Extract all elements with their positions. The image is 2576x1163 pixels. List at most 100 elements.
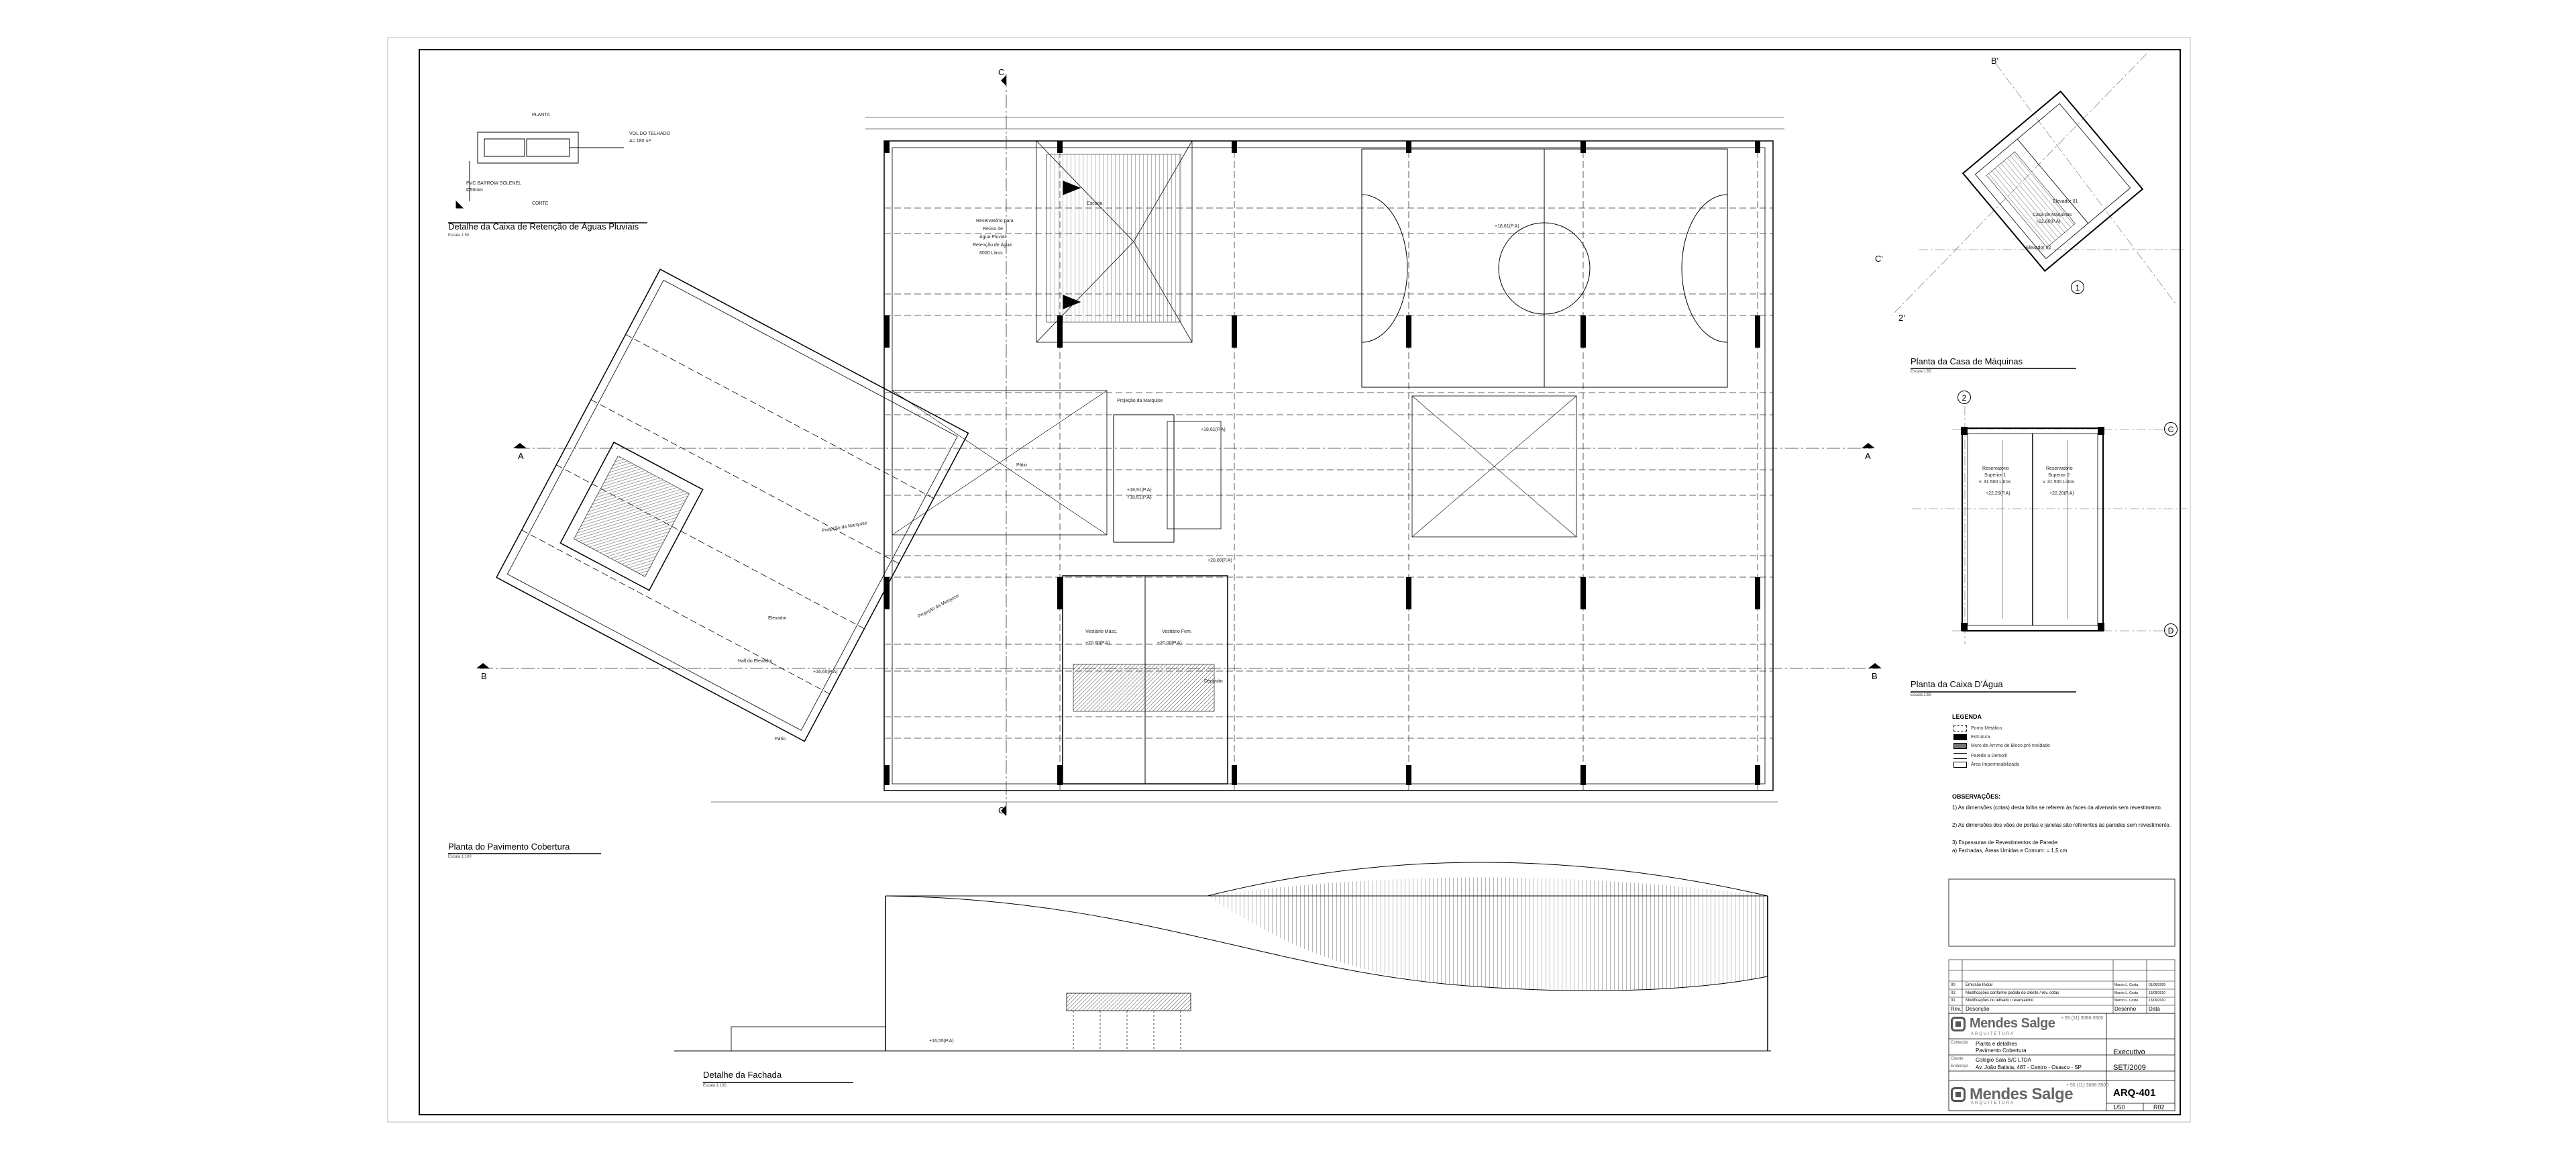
section-cut-lines xyxy=(480,74,1878,815)
maq-elevador1: Elevador 01 xyxy=(2053,199,2078,204)
caixa-planta-label: PLANTA xyxy=(532,113,550,117)
legend-item-ponto: Ponto Metálico xyxy=(1953,725,2002,731)
note-elevador: Elevador xyxy=(768,616,787,621)
legend-swatch-muro xyxy=(1953,743,1967,749)
rev-row-2-desc: Emissão Inicial xyxy=(1966,983,1993,987)
detail-caixa-retencao xyxy=(448,132,647,223)
legend-label-muro: Muro de Arrimo de Bloco pré moldado xyxy=(1971,744,2050,748)
scale-fachada: Escala 1:100 xyxy=(703,1084,727,1088)
legend-label-impermeabilizada: Área Impermeabilizada xyxy=(1971,762,2019,767)
res2-line1: Reservatório xyxy=(2046,466,2073,471)
note-deposito: Depósito xyxy=(1204,679,1223,684)
legend-item-demolir: Parede a Demolir xyxy=(1953,753,2007,759)
company-logo-top: Mendes Salge ARQUITETURA xyxy=(1951,1016,2055,1036)
conteudo-label: Conteúdo xyxy=(1951,1041,1969,1045)
cut-b-left: B xyxy=(481,671,487,681)
rev-row-0-data: 13/09/2010 xyxy=(2149,991,2166,995)
cliente-label: Cliente xyxy=(1951,1057,1964,1061)
note-reservatorio-1: Reservatório para xyxy=(976,219,1014,223)
note-reservatorio-5: 8000 Litros xyxy=(979,251,1003,256)
rev-header-rev: Rev. xyxy=(1951,1006,1962,1012)
legend-item-impermeabilizada: Área Impermeabilizada xyxy=(1953,762,2019,768)
cut-markers xyxy=(476,75,1882,816)
legend-item-muro: Muro de Arrimo de Bloco pré moldado xyxy=(1953,743,2050,749)
level-2: +18,61(P.A) xyxy=(1201,427,1226,432)
res1-line1: Reservatório xyxy=(1982,466,2009,471)
scale-caixa-retencao: Escala 1:50 xyxy=(448,234,470,238)
level-agua-1: +22,20(P.A) xyxy=(1986,491,2010,496)
roof-plan xyxy=(496,117,1784,803)
level-5: +20,00(P.A) xyxy=(1208,558,1232,563)
cliente-value: Colegio Sala S/C LTDA xyxy=(1976,1057,2031,1063)
cut-b-right: B xyxy=(1872,671,1878,681)
note-reservatorio-2: Reúso de xyxy=(983,227,1003,232)
level-fachada: +16,55(P.A) xyxy=(929,1039,954,1044)
axis-d-marker: D xyxy=(2164,623,2178,637)
level-maq-1: +22,60(P.A) xyxy=(2036,219,2061,224)
axis-c-marker: C xyxy=(2164,422,2178,436)
res2-line3: v. 31.500 Litros xyxy=(2043,480,2075,485)
fase-value: Executivo xyxy=(2113,1048,2145,1056)
pavimento-value: Pavimento Cobertura xyxy=(1976,1048,2027,1054)
notes-box xyxy=(1948,878,2176,947)
cut-c-top: C xyxy=(998,67,1005,77)
rev-row-2-data: 01/09/2009 xyxy=(2149,983,2166,987)
level-3: +18,91(P.A) xyxy=(1127,488,1152,493)
rev-row-0-desenho: Marcio L. Costa xyxy=(2114,991,2139,995)
title-pavimento-cobertura: Planta do Pavimento Cobertura xyxy=(448,842,570,852)
company-phone-bottom: + 55 (11) 3086-3500 xyxy=(2066,1083,2109,1088)
legend-swatch-impermeabilizada xyxy=(1953,762,1967,768)
legend-item-estrutura: Estrutura xyxy=(1953,734,1990,740)
note-vestiario-fem: Vestiário Fem. xyxy=(1162,629,1192,634)
company-sub-bottom: ARQUITETURA xyxy=(1971,1101,2015,1105)
rev-header-data: Data xyxy=(2149,1006,2160,1012)
caixa-corte-label: CORTE xyxy=(532,201,549,206)
note-reservatorio-3: Água Pluvial xyxy=(979,235,1006,240)
note-escada: Escada xyxy=(1087,201,1103,206)
rev-row-1-data: 13/09/2010 xyxy=(2149,999,2166,1003)
obs-item-3: 3) Espessuras de Revestimentos de Parede… xyxy=(1952,840,2059,846)
logo-icon xyxy=(1951,1016,1966,1031)
caixa-area-label: A= 180 m² xyxy=(629,139,651,144)
axis-2-marker: 2 xyxy=(1957,391,1971,404)
company-phone-top: + 55 (11) 3086-3500 xyxy=(2061,1016,2104,1021)
res1-line2: Superior 1 xyxy=(1984,473,2006,478)
legend-title: LEGENDA xyxy=(1952,713,1982,720)
caixa-diam-label: Ø50mm xyxy=(466,188,483,193)
logo-icon-bottom xyxy=(1951,1087,1966,1102)
rev-row-1-desc: Modificações no telhado / reservatório xyxy=(1966,999,2034,1003)
company-logo-bottom: Mendes Salge ARQUITETURA xyxy=(1951,1085,2074,1105)
conteudo-value: Planta e detalhes xyxy=(1976,1041,2017,1047)
obs-item-2: 2) As dimensões dos vãos de portas e jan… xyxy=(1952,822,2171,828)
cut-c-prime: C' xyxy=(1875,254,1883,264)
note-vestiario-masc: Vestiário Masc. xyxy=(1085,629,1118,634)
title-fachada: Detalhe da Fachada xyxy=(703,1070,782,1080)
title-caixa-retencao: Detalhe da Caixa de Retenção de Águas Pl… xyxy=(448,221,639,232)
maq-elevador2: Elevador 02 xyxy=(2026,246,2051,250)
legend-swatch-demolir xyxy=(1953,753,1967,759)
level-4: +18,61(P.A) xyxy=(1127,495,1152,500)
company-name-top: Mendes Salge xyxy=(1970,1016,2055,1031)
axis-1-marker: 1 xyxy=(2071,281,2084,294)
note-patio-2: Pátio xyxy=(775,737,786,742)
res1-line3: v. 31.500 Litros xyxy=(1979,480,2011,485)
obs-item-1: 1) As dimensões (cotas) desta folha se r… xyxy=(1952,805,2163,811)
water-tank-plan xyxy=(1912,406,2187,644)
title-casa-maquinas: Planta da Casa de Máquinas xyxy=(1911,356,2023,366)
rev-row-0-rev: 02 xyxy=(1951,991,1955,995)
title-block xyxy=(1948,1013,2176,1111)
scale-casa-maquinas: Escala 1:50 xyxy=(1911,370,1932,374)
company-name-bottom: Mendes Salge xyxy=(1970,1085,2074,1103)
caixa-vol-label: VOL DO TELHADO xyxy=(629,132,671,136)
folha-value: ARQ-401 xyxy=(2113,1087,2156,1099)
company-sub-top: ARQUITETURA xyxy=(1971,1032,2015,1036)
caixa-pvc-label: PVC BARROW SOLENEL xyxy=(466,181,522,186)
cut-b-prime: B' xyxy=(1991,56,1999,66)
level-6: +20,00(P.A) xyxy=(1085,641,1110,646)
res2-line2: Superior 2 xyxy=(2048,473,2070,478)
note-projecao-marquise: Projeção da Marquise xyxy=(1117,399,1163,403)
endereco-label: Endereço xyxy=(1951,1064,1968,1068)
rev-row-1-rev: 01 xyxy=(1951,999,1955,1003)
